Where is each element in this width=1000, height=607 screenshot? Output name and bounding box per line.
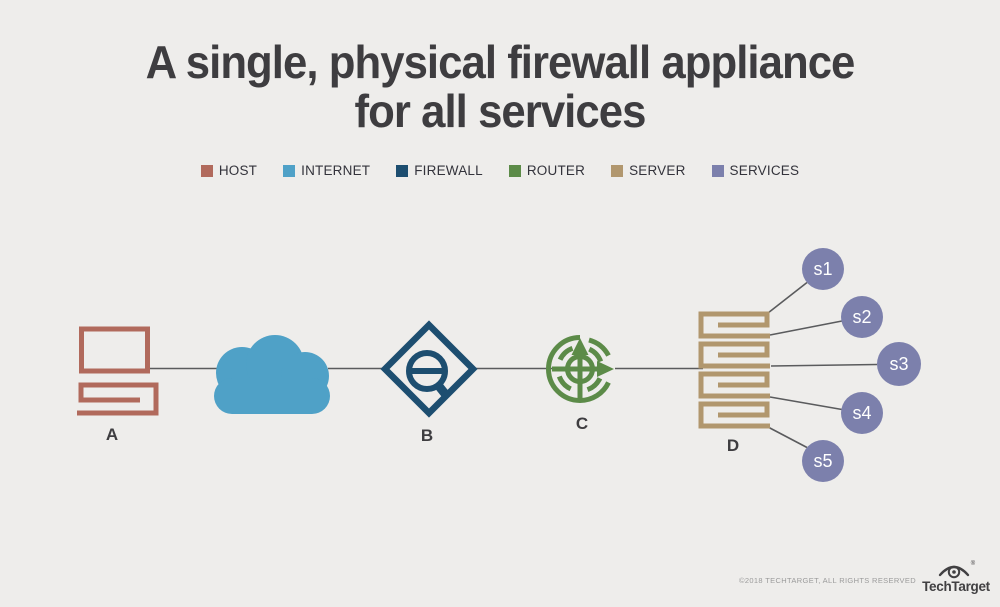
server-unit-3 <box>698 371 770 399</box>
router-leaf-top-left <box>557 345 574 361</box>
node-label-firewall: B <box>421 426 433 445</box>
legend-label-server: SERVER <box>629 163 686 178</box>
server-unit-2 <box>698 341 770 369</box>
legend-item-host: HOST <box>200 163 258 178</box>
connector-line-server-s2 <box>769 320 843 336</box>
router-arrow-up <box>571 338 589 355</box>
service-node-s4: s4 <box>841 392 883 434</box>
node-label-host: A <box>106 425 118 444</box>
router-arrow-right <box>597 361 614 377</box>
router-globe-arc-bottom-right <box>579 381 611 404</box>
node-label-server: D <box>727 436 739 455</box>
service-circle-s3 <box>877 342 921 386</box>
title-line-1: A single, physical firewall appliance <box>145 36 856 88</box>
brand-text: TechTarget <box>922 579 990 594</box>
firewall-handle <box>434 382 450 398</box>
host-base-shape <box>77 382 159 416</box>
firewall-icon <box>380 320 478 418</box>
techtarget-logo: ® TechTarget <box>920 559 992 594</box>
connector-line-server-s1 <box>767 281 808 314</box>
server-unit-1 <box>698 311 770 339</box>
server-icon <box>698 311 770 429</box>
title-line-2: for all services <box>354 84 647 137</box>
legend-item-services: SERVICES <box>711 163 800 178</box>
service-node-s1: s1 <box>802 248 844 290</box>
router-globe-arc-left <box>546 335 581 403</box>
legend-label-router: ROUTER <box>526 163 586 178</box>
node-label-router: C <box>576 414 588 433</box>
host-swatch-icon <box>200 164 213 177</box>
host-icon <box>77 326 159 416</box>
legend-label-host: HOST <box>218 163 258 178</box>
firewall-diamond-outline <box>380 320 478 418</box>
firewall-block-circle <box>406 350 448 392</box>
server-unit-4 <box>698 401 770 429</box>
service-label-s3: s3 <box>889 354 908 374</box>
legend-label-internet: INTERNET <box>301 163 371 178</box>
legend: HOST INTERNET FIREWALL ROUTER SERVER SER… <box>0 163 1000 178</box>
firewall-swatch-icon <box>396 164 409 177</box>
service-label-s4: s4 <box>852 403 871 423</box>
legend-item-internet: INTERNET <box>283 163 370 178</box>
service-circle-s5 <box>802 440 844 482</box>
router-globe-arc-top-right <box>588 337 611 357</box>
legend-item-server: SERVER <box>611 163 685 178</box>
service-label-s1: s1 <box>813 259 832 279</box>
service-label-s5: s5 <box>813 451 832 471</box>
legend-label-firewall: FIREWALL <box>414 163 483 178</box>
legend-item-router: ROUTER <box>508 163 586 178</box>
router-leaf-bottom-right <box>586 377 603 393</box>
service-label-s2: s2 <box>852 307 871 327</box>
registered-mark: ® <box>970 561 976 567</box>
legend-label-services: SERVICES <box>729 163 800 178</box>
connector-line-server-s5 <box>767 426 808 449</box>
router-icon <box>546 335 614 404</box>
eye-icon-svg <box>938 565 969 579</box>
internet-cloud-icon <box>214 335 330 414</box>
copyright-text: ©2018 TECHTARGET, ALL RIGHTS RESERVED <box>738 576 916 585</box>
service-circle-s2 <box>841 296 883 338</box>
server-swatch-icon <box>611 164 624 177</box>
service-node-s2: s2 <box>841 296 883 338</box>
router-leaf-bottom-left <box>556 375 572 392</box>
router-swatch-icon <box>508 164 521 177</box>
service-node-s5: s5 <box>802 440 844 482</box>
services-swatch-icon <box>711 164 724 177</box>
page-title: A single, physical firewall appliance fo… <box>25 38 975 136</box>
service-circle-s1 <box>802 248 844 290</box>
router-leaf-top-right <box>588 346 604 363</box>
connector-lines <box>149 281 878 449</box>
eye-icon: ® <box>920 559 992 579</box>
node-labels: A B C D <box>106 414 739 455</box>
host-monitor-shape <box>79 326 150 374</box>
connector-line-server-s3 <box>770 363 878 367</box>
service-nodes: s1 s2 s3 s4 s5 <box>802 248 921 482</box>
service-circle-s4 <box>841 392 883 434</box>
cloud-base <box>214 378 330 414</box>
legend-item-firewall: FIREWALL <box>396 163 483 178</box>
service-node-s3: s3 <box>877 342 921 386</box>
connector-line-server-s4 <box>769 396 843 411</box>
internet-swatch-icon <box>283 164 296 177</box>
